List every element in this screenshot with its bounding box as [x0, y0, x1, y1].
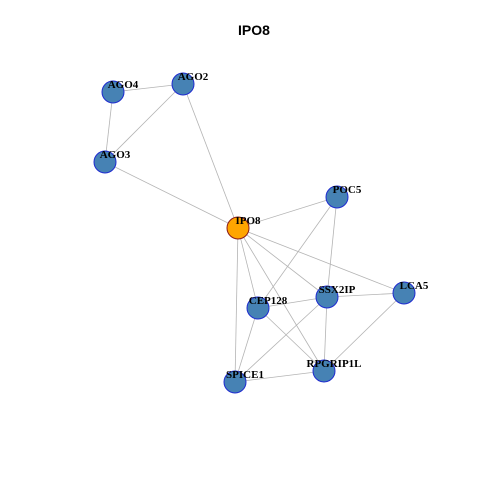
edges-layer [104, 83, 405, 383]
edge-cep128-spice1 [234, 307, 259, 383]
edge-ssx2ip-spice1 [234, 296, 328, 383]
node-ipo8[interactable] [226, 216, 250, 240]
node-ssx2ip[interactable] [315, 285, 339, 309]
node-lca5[interactable] [392, 281, 416, 305]
edge-ago2-ipo8 [182, 83, 239, 229]
node-label-ago2: AGO2 [178, 71, 209, 83]
edge-ago2-ago3 [104, 83, 184, 163]
node-ago4[interactable] [101, 80, 125, 104]
edge-ago4-ago3 [104, 91, 114, 163]
edge-poc5-ssx2ip [326, 196, 338, 298]
edge-ssx2ip-cep128 [257, 296, 328, 309]
edge-ipo8-lca5 [237, 227, 405, 294]
edge-ipo8-ssx2ip [237, 227, 328, 298]
node-spice1[interactable] [223, 370, 247, 394]
edge-ipo8-spice1 [234, 227, 239, 383]
edge-ssx2ip-rpgrip1l [323, 296, 328, 372]
node-rpgrip1l[interactable] [312, 359, 336, 383]
edge-ago3-ipo8 [104, 161, 239, 229]
node-label-rpgrip1l: RPGRIP1L [307, 358, 362, 370]
edge-spice1-rpgrip1l [234, 370, 325, 383]
nodes-layer [93, 72, 416, 394]
node-label-poc5: POC5 [333, 184, 362, 196]
graph-title: IPO8 [238, 22, 270, 38]
edge-cep128-rpgrip1l [257, 307, 325, 372]
edge-ipo8-poc5 [237, 196, 338, 229]
node-label-ipo8: IPO8 [235, 215, 261, 227]
edge-lca5-rpgrip1l [323, 292, 405, 372]
edge-ipo8-cep128 [237, 227, 259, 309]
node-label-ssx2ip: SSX2IP [319, 284, 356, 296]
edge-ipo8-rpgrip1l [237, 227, 325, 372]
node-label-spice1: SPICE1 [226, 369, 264, 381]
node-ago3[interactable] [93, 150, 117, 174]
node-label-cep128: CEP128 [249, 295, 288, 307]
edge-poc5-cep128 [257, 196, 338, 309]
node-ago2[interactable] [171, 72, 195, 96]
node-label-ago3: AGO3 [100, 149, 131, 161]
node-cep128[interactable] [246, 296, 270, 320]
edge-ago4-ago2 [112, 83, 184, 93]
edge-ssx2ip-lca5 [326, 292, 405, 298]
node-label-lca5: LCA5 [400, 280, 429, 292]
node-label-ago4: AGO4 [108, 79, 139, 91]
node-poc5[interactable] [325, 185, 349, 209]
